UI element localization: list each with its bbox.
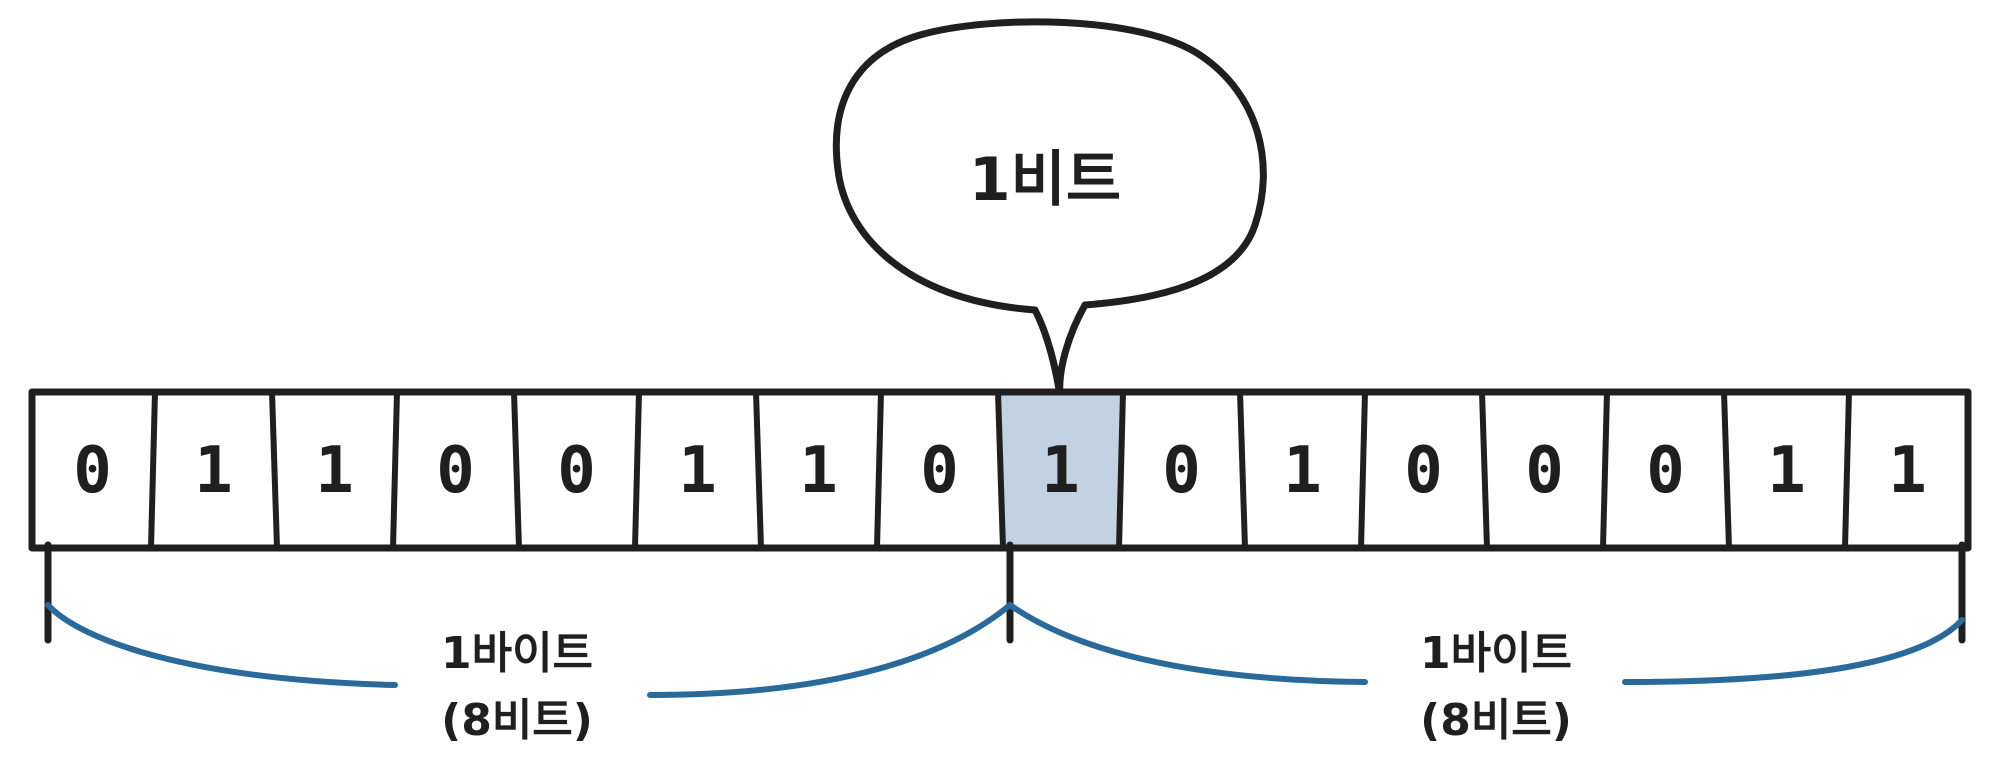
bit-cell-divider: [390, 389, 400, 551]
byte-boundaries: [44, 541, 1966, 644]
bit-value: 0: [436, 434, 475, 508]
bit-cell-divider: [1479, 389, 1490, 551]
byte-braces: [45, 602, 1965, 698]
bit-value: 0: [1646, 434, 1685, 508]
bit-cell-divider: [1721, 389, 1732, 551]
highlighted-bit-fill: [1000, 392, 1121, 548]
bit-cell-divider: [995, 389, 1006, 551]
bit-value: 1: [194, 434, 233, 508]
bit-row: 0 1 1 0 0 1 1 0 1 0 1 0 0 0 1 1: [28, 388, 1972, 552]
bit-value: 1: [315, 434, 354, 508]
byte-label-right-line1: 1바이트: [1420, 628, 1572, 679]
bit-value: 0: [1404, 434, 1443, 508]
bit-cell-divider: [1842, 389, 1852, 551]
bit-cell-divider: [148, 389, 158, 551]
byte-label-right: 1바이트 (8비트): [1420, 628, 1572, 746]
byte-label-left-line1: 1바이트: [441, 628, 593, 679]
brace-right-b: [1622, 617, 1965, 685]
brace-left-b: [647, 602, 1013, 698]
callout-bubble: [832, 18, 1267, 399]
bit-cell-divider: [1600, 389, 1610, 551]
bit-cell-divider: [753, 389, 764, 551]
bit-value: 0: [920, 434, 959, 508]
callout-label: 1비트: [969, 145, 1121, 215]
byte-label-left-line2: (8비트): [441, 695, 593, 746]
bit-value: 1: [1283, 434, 1322, 508]
bit-value: 1: [799, 434, 838, 508]
bit-value: 0: [1162, 434, 1201, 508]
bit-cell-divider: [511, 389, 522, 551]
bit-cell-divider: [632, 389, 642, 551]
bit-cell-divider: [1237, 389, 1248, 551]
bit-cell-divider: [1116, 389, 1126, 551]
bit-value: 1: [1767, 434, 1806, 508]
bit-value: 0: [557, 434, 596, 508]
bit-value: 1: [1888, 434, 1927, 508]
brace-right-a: [1007, 602, 1368, 685]
bit-callout: 1비트: [832, 18, 1267, 399]
bit-value: 0: [1525, 434, 1564, 508]
bit-value: 0: [73, 434, 112, 508]
brace-left-a: [45, 602, 398, 688]
bit-cell-divider: [874, 389, 884, 551]
byte-label-left: 1바이트 (8비트): [441, 628, 593, 746]
bit-cell-divider: [1358, 389, 1368, 551]
highlighted-bit-value: 1: [1041, 434, 1080, 508]
bit-value: 1: [678, 434, 717, 508]
bit-cell-divider: [269, 389, 280, 551]
byte-label-right-line2: (8비트): [1420, 695, 1572, 746]
